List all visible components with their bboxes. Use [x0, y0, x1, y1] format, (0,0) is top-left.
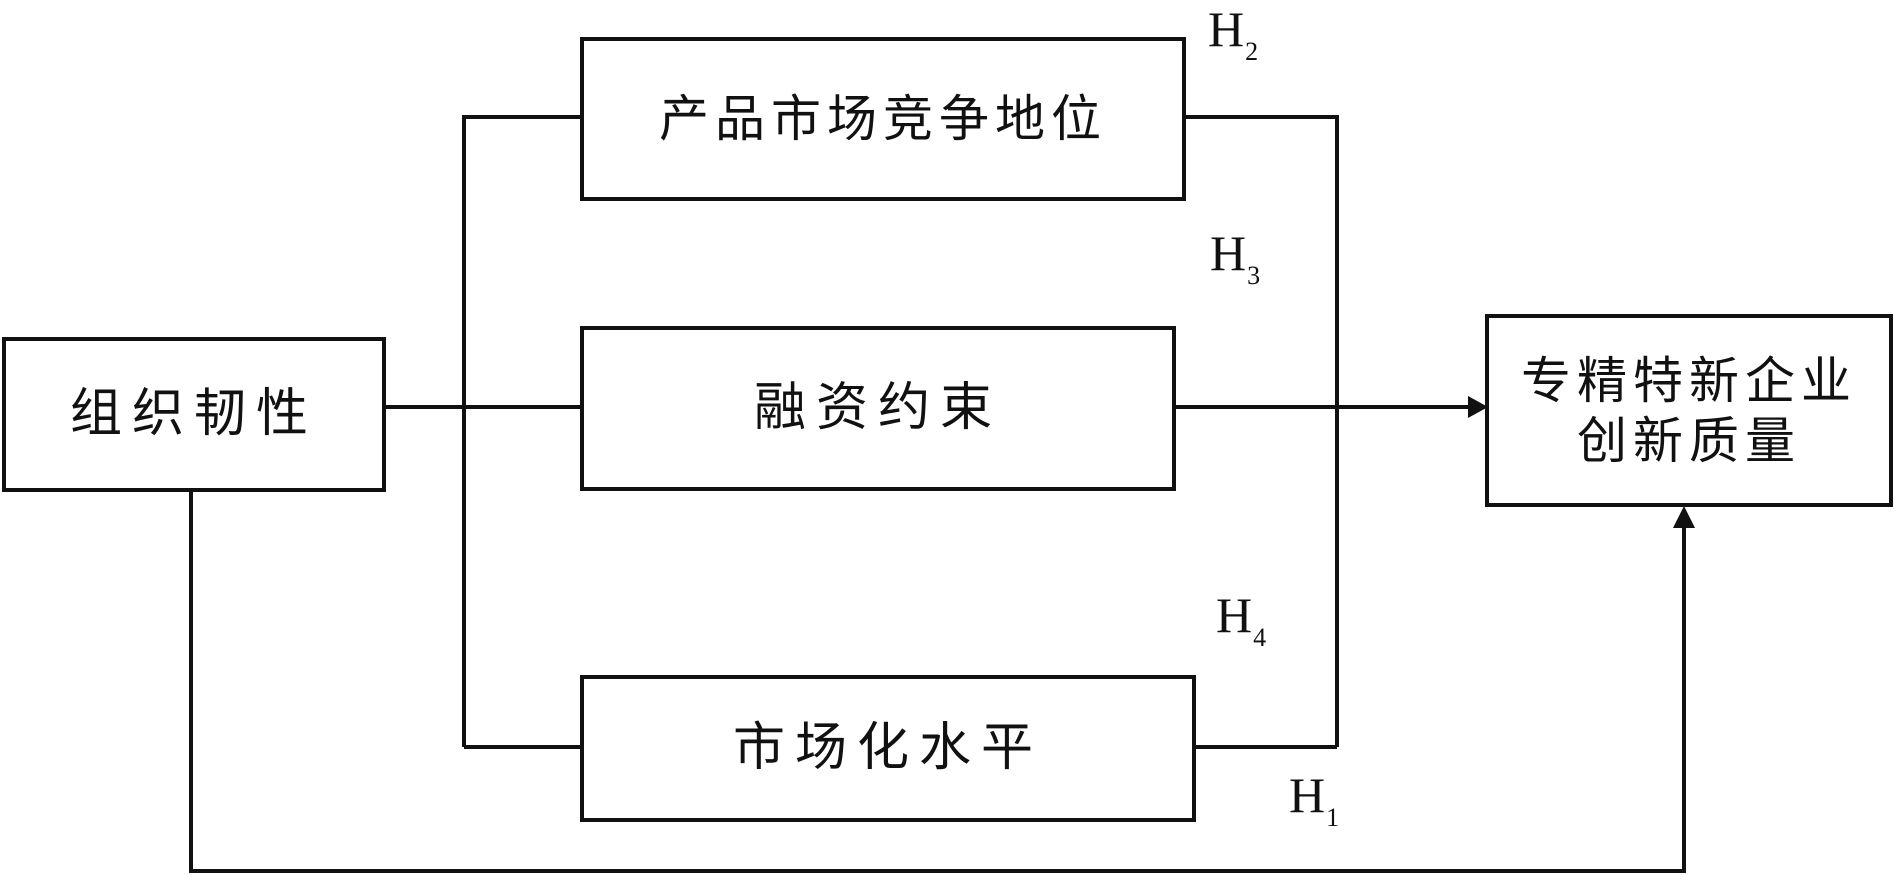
node-label-line2: 创新质量 [1577, 411, 1801, 470]
hypothesis-subscript: 4 [1253, 623, 1267, 652]
hypothesis-h4-label: H4 [1216, 590, 1266, 651]
node-financing-constraints: 融资约束 [580, 326, 1176, 491]
node-label-line1: 专精特新企业 [1521, 351, 1857, 410]
direct-effect-path [189, 492, 1686, 873]
node-label: 融资约束 [753, 378, 1002, 438]
node-organizational-resilience: 组织韧性 [2, 337, 386, 492]
hypothesis-h1-label: H1 [1289, 770, 1339, 831]
hypothesis-letter: H [1216, 587, 1253, 643]
hypothesis-letter: H [1208, 1, 1245, 57]
node-label: 市场化水平 [732, 718, 1043, 778]
node-marketization-level: 市场化水平 [580, 675, 1196, 822]
hypothesis-subscript: 1 [1326, 803, 1340, 832]
node-product-market-position: 产品市场竞争地位 [580, 37, 1186, 201]
hypothesis-subscript: 2 [1245, 37, 1259, 66]
hypothesis-h2-label: H2 [1208, 4, 1258, 65]
hypothesis-subscript: 3 [1247, 261, 1261, 290]
hypothesis-h3-label: H3 [1210, 228, 1260, 289]
arrowhead-right-icon [1468, 396, 1488, 418]
node-label: 产品市场竞争地位 [659, 90, 1107, 148]
hypothesis-letter: H [1210, 225, 1247, 281]
node-innovation-quality: 专精特新企业 创新质量 [1485, 314, 1893, 507]
node-label: 组织韧性 [69, 384, 318, 444]
hypothesis-letter: H [1289, 767, 1326, 823]
arrowhead-up-icon [1673, 506, 1695, 528]
